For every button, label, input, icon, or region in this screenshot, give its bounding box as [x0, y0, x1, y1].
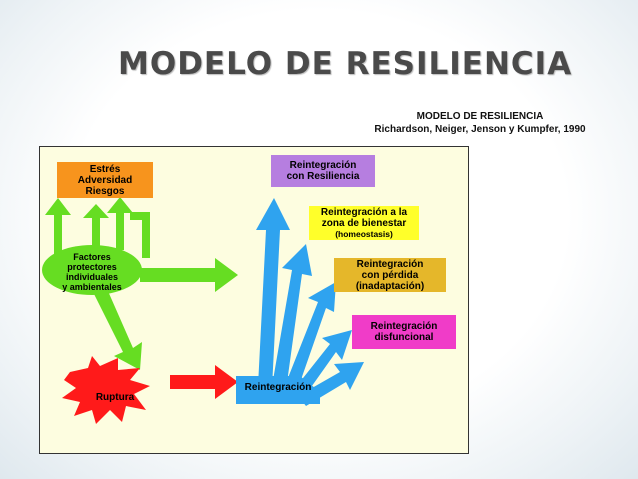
outcome-dysfunctional-box: Reintegración disfuncional: [352, 315, 456, 349]
red-arrow-right: [170, 365, 238, 399]
outcome-comfort-box: Reintegración a la zona de bienestar (ho…: [309, 206, 419, 240]
outcome-resilience-box: Reintegración con Resiliencia: [271, 155, 375, 187]
green-arrow-right: [140, 258, 238, 292]
green-arrow-branch: [130, 212, 150, 258]
reintegration-label: Reintegración: [244, 382, 312, 393]
green-arrow-up-center: [83, 204, 109, 250]
rupture-label: Ruptura: [95, 392, 135, 403]
rupture-star: [62, 356, 150, 424]
green-arrow-up-left: [45, 198, 71, 258]
reference-title: MODELO DE RESILIENCIA: [416, 111, 544, 122]
reintegration-base: [236, 376, 320, 404]
slide-title: MODELO DE RESILIENCIA: [118, 46, 573, 82]
blue-arrow-2: [272, 244, 312, 390]
factors-ellipse: [42, 245, 142, 295]
factors-label: Factores protectores individuales y ambi…: [62, 252, 122, 292]
blue-arrow-3: [284, 282, 336, 394]
stress-box: Estrés Adversidad Riesgos: [57, 162, 153, 198]
blue-arrow-1: [256, 198, 290, 388]
green-arrow-down: [92, 282, 142, 370]
green-arrow-up-right: [107, 197, 133, 250]
reference-authors: Richardson, Neiger, Jenson y Kumpfer, 19…: [374, 124, 586, 135]
green-arrows-group: [45, 197, 238, 370]
outcome-loss-box: Reintegración con pérdida (inadaptación): [334, 258, 446, 292]
